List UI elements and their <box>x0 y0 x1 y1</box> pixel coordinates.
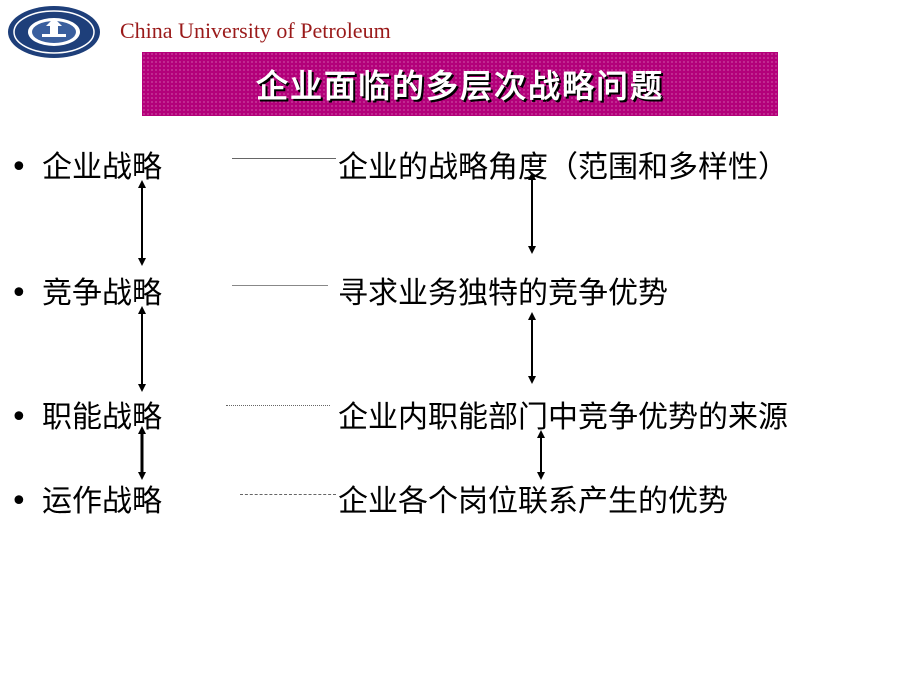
connector-line <box>226 405 330 406</box>
connector-line <box>240 494 336 495</box>
level-description: 企业各个岗位联系产生的优势 <box>338 484 728 519</box>
connector-line <box>232 285 328 286</box>
level-label: 职能战略 <box>42 400 162 435</box>
university-name: China University of Petroleum <box>120 18 391 43</box>
bullet: • <box>10 276 28 311</box>
level-item-corporate: • 企业战略 <box>10 142 162 186</box>
university-seal-icon <box>8 6 100 58</box>
level-description: 企业的战略角度（范围和多样性） <box>338 150 788 185</box>
bullet: • <box>10 400 28 435</box>
university-logo <box>6 4 102 60</box>
level-item-functional: • 职能战略 <box>10 392 162 436</box>
level-description: 寻求业务独特的竞争优势 <box>338 276 668 311</box>
level-label: 竞争战略 <box>42 276 162 311</box>
connector-line <box>232 158 336 159</box>
level-label: 运作战略 <box>42 484 162 519</box>
title-banner: 企业面临的多层次战略问题 <box>142 52 778 116</box>
level-item-operational: • 运作战略 <box>10 476 162 520</box>
level-description: 企业内职能部门中竞争优势的来源 <box>338 400 788 435</box>
level-label: 企业战略 <box>42 150 162 185</box>
bullet: • <box>10 150 28 185</box>
level-item-competitive: • 竞争战略 <box>10 268 162 312</box>
page-title: 企业面临的多层次战略问题 <box>255 67 664 105</box>
bullet: • <box>10 484 28 519</box>
